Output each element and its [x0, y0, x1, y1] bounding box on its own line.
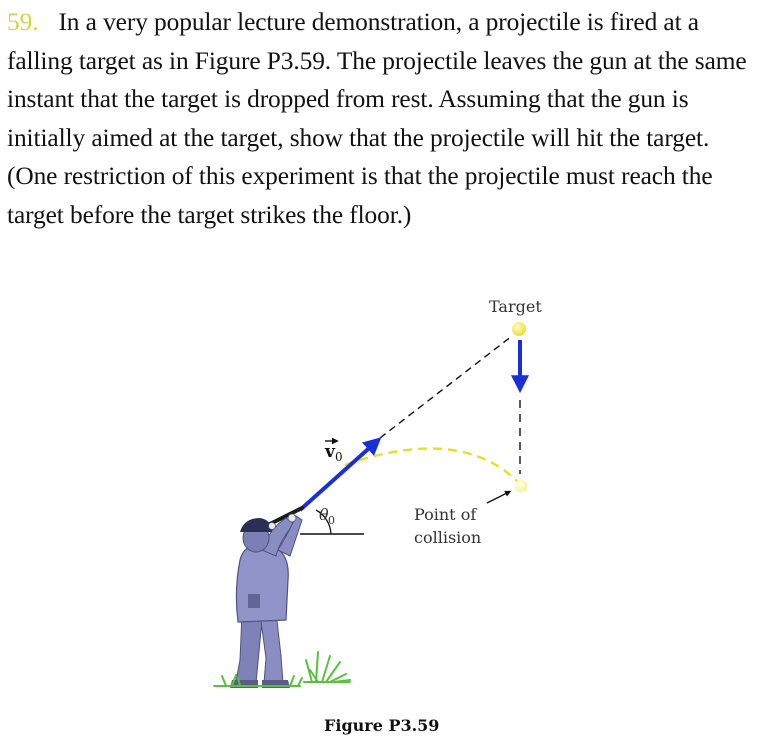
- velocity-arrow: [298, 437, 382, 512]
- angle-label: θ 0: [319, 505, 335, 527]
- collision-label-line1: Point of: [414, 505, 477, 524]
- projectile-trajectory: [344, 447, 519, 483]
- angle-arc: [315, 509, 332, 535]
- problem-number: 59.: [7, 8, 39, 36]
- velocity-label: v 0: [324, 437, 343, 464]
- figure-caption: Figure P3.59: [324, 716, 439, 735]
- problem-statement: 59.In a very popular lecture demonstrati…: [7, 3, 755, 234]
- problem-text: In a very popular lecture demonstration,…: [7, 8, 747, 229]
- aim-line: [379, 335, 513, 439]
- angle-symbol: θ: [319, 505, 329, 524]
- velocity-subscript: 0: [335, 450, 343, 464]
- target-ball: [512, 322, 526, 336]
- grass-ground: [213, 651, 351, 687]
- collision-ball: [514, 479, 528, 493]
- shooter-person: [230, 513, 303, 688]
- target-label: Target: [489, 297, 542, 316]
- collision-label-line2: collision: [414, 528, 481, 547]
- angle-subscript: 0: [328, 514, 335, 527]
- collision-pointer: [486, 490, 512, 504]
- velocity-symbol: v: [324, 442, 336, 462]
